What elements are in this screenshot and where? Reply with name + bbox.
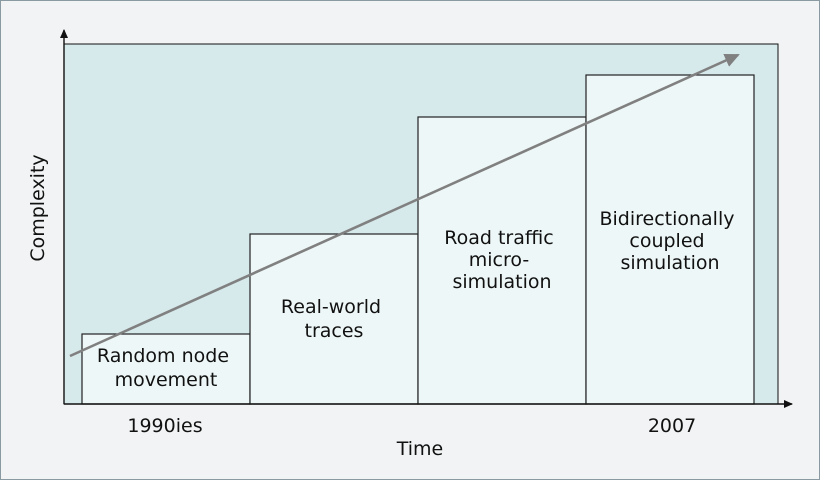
stage-label-line: micro- [469,249,529,271]
stage-box-road-traffic-micro-simulation: Road traffic micro- simulation [417,116,587,405]
x-end-label: 2007 [648,415,696,437]
stage-label-line: movement [115,369,218,391]
stage-label-line: Real-world [281,296,381,318]
stage-box-bidirectionally-coupled-simulation: Bidirectionally coupled simulation [585,74,755,405]
stage-label-line: traces [305,320,364,342]
complexity-trend-arrow [69,53,740,358]
svg-text:Real-world traces: Real-world traces [281,296,387,342]
stage-label-line: Bidirectionally [599,208,734,230]
stage-label-line: simulation [452,271,551,293]
stage-label-line: Random node [97,345,229,367]
svg-text:Road traffic micro-: Road traffic micro- simulation [444,227,559,293]
svg-text:Random node movement: Random node movement [97,345,235,391]
stage-label-line: coupled [629,230,704,252]
y-axis-label: Complexity [27,154,49,261]
x-axis-label: Time [396,438,444,460]
x-start-label: 1990ies [127,415,202,437]
stage-box-real-world-traces: Real-world traces [249,233,419,405]
stage-box-random-node-movement: Random node movement [81,333,251,405]
stage-label-line: simulation [620,252,719,274]
svg-text:Bidirectionally coupled: Bidirectionally coupled simulation [599,208,740,274]
stage-label-line: Road traffic [444,227,553,249]
